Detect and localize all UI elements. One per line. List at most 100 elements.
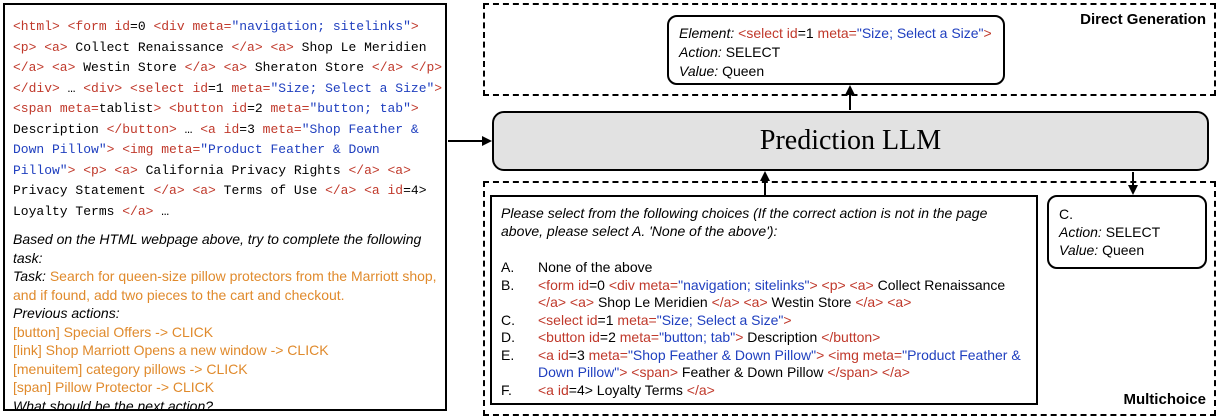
code-token: … bbox=[161, 203, 170, 219]
code-token: Sheraton Store bbox=[254, 60, 372, 75]
choice-b: B. <form id=0 <div meta="navigation; sit… bbox=[501, 277, 1031, 312]
code-token: "Product Feather & Down Pillow" bbox=[538, 346, 1021, 381]
code-token: … bbox=[67, 80, 84, 96]
code-token: "Shop Feather & Down Pillow" bbox=[627, 346, 817, 363]
choice-text: None of the above bbox=[538, 259, 1031, 277]
choice-text: <form id=0 <div meta="navigation; siteli… bbox=[538, 277, 1031, 312]
prediction-llm-box: Prediction LLM bbox=[492, 111, 1209, 171]
code-token: id bbox=[387, 183, 404, 198]
code-token: </a> <a> bbox=[153, 183, 224, 198]
choice-c: C. <select id=1 meta="Size; Select a Siz… bbox=[501, 312, 1031, 330]
html-code-snippet: <html> <form id=0 <div meta="navigation;… bbox=[13, 17, 445, 222]
code-token: =1 bbox=[597, 311, 618, 328]
instruction-text: Based on the HTML webpage above, try to … bbox=[13, 231, 422, 266]
code-token: =3 bbox=[568, 346, 589, 363]
choice-letter: C. bbox=[501, 311, 515, 328]
previous-actions-label: Previous actions: bbox=[13, 305, 120, 321]
next-action-question: What should be the next action? bbox=[13, 397, 214, 414]
code-token: </a> <a> bbox=[184, 60, 255, 75]
choice-d: D. <button id=2 meta="button; tab"> Desc… bbox=[501, 329, 1031, 347]
code-token: meta= bbox=[270, 101, 310, 116]
code-token: meta= bbox=[161, 142, 201, 157]
code-token: id bbox=[192, 80, 209, 96]
code-token: id bbox=[114, 19, 131, 34]
code-token: id bbox=[223, 121, 240, 137]
direct-action-line: Action: SELECT bbox=[679, 43, 1003, 62]
code-token: > bbox=[410, 101, 419, 116]
code-token: meta= bbox=[619, 329, 660, 345]
choice-text: <a id=3 meta="Shop Feather & Down Pillow… bbox=[538, 347, 1031, 382]
multichoice-output: C. Action: SELECT Value: Queen bbox=[1047, 195, 1207, 269]
code-token: > <img bbox=[816, 346, 863, 363]
code-token: =3 bbox=[239, 121, 263, 137]
direct-value-line: Value: Queen bbox=[679, 62, 1003, 81]
code-token: Shop Le Meridien bbox=[301, 39, 427, 55]
code-token: <form bbox=[538, 276, 579, 293]
code-token: > bbox=[783, 311, 792, 328]
code-token: > <span bbox=[13, 80, 443, 117]
code-token: Loyalty Terms bbox=[596, 381, 687, 398]
code-token: </a> <a> bbox=[538, 294, 598, 310]
code-token: <select bbox=[538, 311, 587, 328]
code-token: id bbox=[786, 25, 798, 41]
choice-letter: E. bbox=[501, 346, 515, 363]
code-token: Description bbox=[13, 121, 107, 137]
code-token: meta= bbox=[638, 276, 679, 293]
task-label: Task: bbox=[13, 268, 46, 284]
prediction-llm-label: Prediction LLM bbox=[759, 125, 942, 156]
code-token: Loyalty Terms bbox=[13, 203, 123, 219]
action-label: Action: bbox=[679, 44, 722, 60]
code-token: <select bbox=[738, 25, 787, 41]
code-token: <div bbox=[608, 276, 639, 293]
code-token: <a bbox=[538, 346, 558, 363]
choice-letter: B. bbox=[501, 276, 515, 293]
choice-letter: F. bbox=[501, 381, 512, 398]
code-token: "Size; Select a Size" bbox=[656, 311, 784, 328]
element-value: <select id=1 meta="Size; Select a Size"> bbox=[738, 25, 992, 41]
code-token: Terms of Use bbox=[223, 183, 326, 198]
code-token: > <p> <a> bbox=[809, 276, 878, 293]
action-value: SELECT bbox=[725, 44, 781, 60]
code-token: Collect Renaissance bbox=[75, 39, 232, 55]
code-token: </a> <a> bbox=[855, 294, 912, 310]
code-token: meta= bbox=[192, 19, 232, 34]
code-token: meta= bbox=[588, 346, 628, 363]
value-label: Value: bbox=[1059, 242, 1099, 258]
code-token: =0 bbox=[588, 276, 609, 293]
choice-list: A. None of the above B. <form id=0 <div … bbox=[501, 259, 1031, 399]
task-line: Task: Search for queen-size pillow prote… bbox=[13, 267, 443, 304]
code-token: </a> <a> bbox=[231, 39, 302, 55]
code-token: </a> <a> bbox=[711, 294, 772, 310]
code-token: Westin Store bbox=[83, 60, 185, 75]
code-token: Feather & Down Pillow bbox=[681, 364, 828, 380]
code-token: None of the above bbox=[538, 259, 653, 275]
element-label: Element: bbox=[679, 25, 735, 41]
code-token: Westin Store bbox=[771, 294, 856, 310]
code-token: Description bbox=[747, 329, 822, 345]
code-token: </a> bbox=[122, 203, 162, 219]
code-token: > <span> bbox=[619, 364, 682, 380]
code-token: =4> bbox=[568, 381, 597, 398]
action-value: SELECT bbox=[1105, 224, 1161, 240]
code-token: > <p> <a> bbox=[13, 19, 419, 55]
direct-generation-title: Direct Generation bbox=[1080, 11, 1206, 28]
code-token: > bbox=[983, 25, 992, 41]
answer-letter: C. bbox=[1059, 206, 1073, 222]
multichoice-title: Multichoice bbox=[1123, 391, 1206, 408]
code-token: meta= bbox=[59, 101, 99, 116]
code-token: "button; tab" bbox=[309, 101, 411, 116]
value-label: Value: bbox=[679, 63, 719, 79]
code-token: meta= bbox=[262, 121, 302, 137]
code-token: > <img bbox=[106, 142, 162, 157]
code-token: id bbox=[557, 346, 569, 363]
code-token: id bbox=[231, 101, 248, 116]
code-token: =4> bbox=[403, 183, 427, 198]
code-token: </button> bbox=[821, 329, 881, 345]
code-token: =1 bbox=[797, 25, 818, 41]
choice-letter: A. bbox=[501, 259, 515, 275]
code-token: <a bbox=[538, 381, 558, 398]
code-token: Privacy Statement bbox=[13, 183, 154, 198]
previous-action-3: [menuitem] category pillows -> CLICK bbox=[13, 360, 248, 377]
code-token: Shop Le Meridien bbox=[597, 294, 712, 310]
